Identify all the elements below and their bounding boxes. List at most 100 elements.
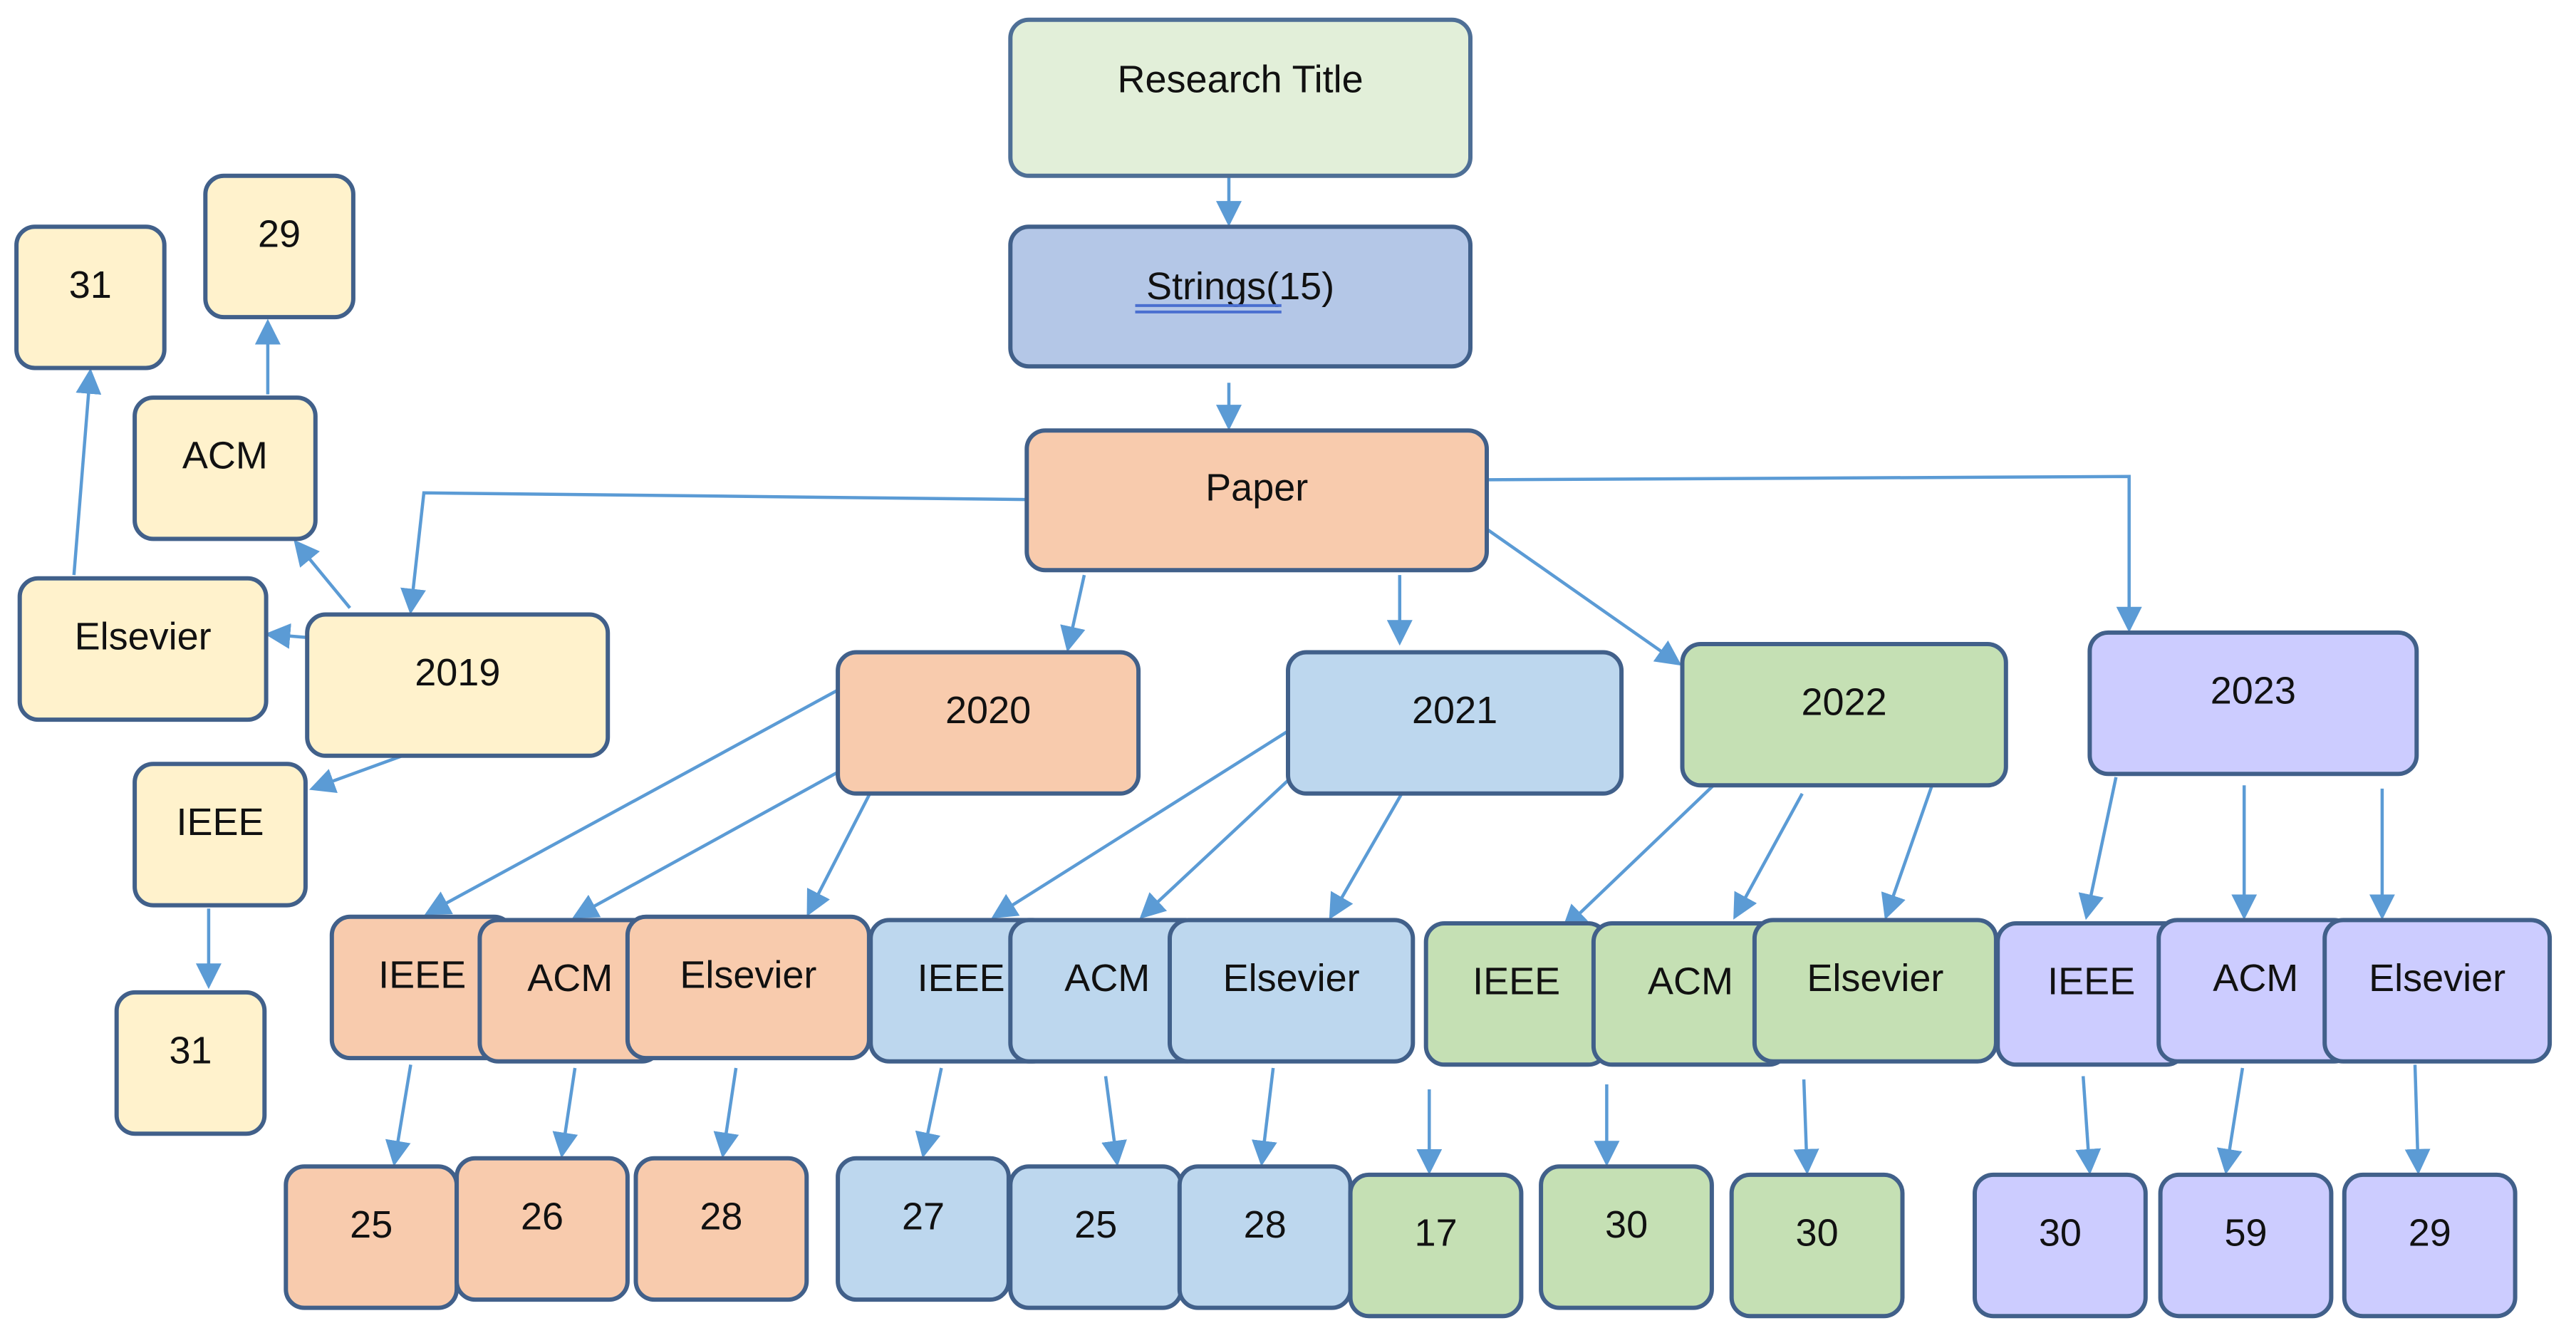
node-box	[17, 576, 269, 722]
node-box	[1680, 642, 2008, 788]
connector-arrow	[552, 1067, 578, 1158]
node-box	[2322, 918, 2552, 1064]
connector-arrow	[915, 1067, 943, 1158]
node-y2021-acm-count: 25	[1008, 1164, 1184, 1310]
connector-arrow	[1881, 784, 1934, 921]
node-label: Elsevier	[75, 615, 212, 658]
node-y2023-ieee: IEEE	[1995, 921, 2188, 1067]
node-label: ACM	[2213, 957, 2298, 1000]
node-label: 30	[1605, 1203, 1648, 1246]
node-y2021-elsevier: Elsevier	[1168, 918, 1416, 1064]
node-label: Elsevier	[1223, 957, 1360, 1000]
node-box	[1973, 1172, 2148, 1319]
node-label: IEEE	[1473, 960, 1560, 1003]
connector-arrow	[1101, 1076, 1127, 1167]
node-y2020-ieee-count: 25	[284, 1164, 459, 1310]
node-y2021-acm: ACM	[1008, 918, 1207, 1064]
connector-arrow	[72, 368, 102, 576]
node-box	[305, 612, 611, 758]
node-y2023-acm-count: 59	[2158, 1172, 2334, 1319]
connector-arrow	[1485, 527, 1682, 666]
connector-arrow	[385, 1064, 412, 1167]
node-y2021-elsevier-count: 28	[1177, 1164, 1353, 1310]
node-label: 59	[2224, 1211, 2267, 1254]
node-label: 29	[258, 212, 301, 255]
node-label: 29	[2409, 1211, 2451, 1254]
node-label: IEEE	[378, 953, 466, 996]
connector-arrow	[400, 491, 1027, 615]
node-label: 26	[521, 1195, 564, 1238]
node-y2022-ieee: IEEE	[1423, 921, 1609, 1067]
node-y2022-elsevier-count: 30	[1729, 1172, 1905, 1319]
node-box	[1286, 650, 1624, 796]
node-y2020-acm-count: 26	[455, 1156, 630, 1302]
node-y2020-elsevier: Elsevier	[625, 914, 871, 1061]
connector-arrow	[294, 539, 351, 609]
node-box	[203, 173, 355, 320]
node-label: 2022	[1802, 681, 1887, 724]
node-y2022: 2022	[1680, 642, 2008, 788]
node-strings: Strings(15)	[1008, 224, 1473, 369]
node-box	[14, 224, 167, 370]
node-y2023-elsevier-count: 29	[2342, 1172, 2518, 1319]
node-box	[455, 1156, 630, 1302]
node-label: 27	[902, 1195, 945, 1238]
node-label: IEEE	[918, 957, 1005, 1000]
node-box	[1539, 1164, 1714, 1310]
node-box	[2087, 630, 2419, 777]
node-label: 28	[700, 1195, 742, 1238]
connector-arrow	[1060, 574, 1086, 653]
node-y2023-ieee-count: 30	[1973, 1172, 2148, 1319]
node-title: Research Title	[1008, 17, 1473, 178]
connector-arrow	[308, 754, 403, 794]
node-y2021-ieee-count: 27	[836, 1156, 1011, 1302]
connector-arrow	[1139, 779, 1289, 919]
node-y2022-elsevier: Elsevier	[1752, 918, 1998, 1064]
node-label: 2023	[2211, 669, 2296, 712]
node-y2019: 2019	[305, 612, 611, 758]
node-y2019-elsevier-count: 31	[14, 224, 167, 370]
node-y2019-elsevier: Elsevier	[17, 576, 269, 722]
connector-arrow	[572, 770, 839, 918]
node-label: 25	[1074, 1203, 1117, 1246]
connector-arrow	[2078, 777, 2118, 921]
node-box	[1008, 17, 1473, 178]
node-y2022-acm: ACM	[1591, 921, 1790, 1067]
node-label: 2020	[945, 689, 1031, 732]
connector-arrow	[991, 730, 1289, 919]
node-box	[133, 762, 308, 908]
node-label: Paper	[1205, 467, 1308, 509]
node-label: 31	[169, 1029, 212, 1072]
node-box	[2342, 1172, 2518, 1319]
node-y2020-acm: ACM	[477, 918, 663, 1064]
node-box	[1008, 224, 1473, 369]
node-label: 25	[350, 1203, 393, 1246]
node-y2022-acm-count: 30	[1539, 1164, 1714, 1310]
connector-arrow	[1251, 1067, 1277, 1167]
connector-arrow	[264, 623, 308, 649]
node-y2020-elsevier-count: 28	[633, 1156, 809, 1302]
node-label: Elsevier	[1807, 957, 1943, 1000]
node-y2019-ieee: IEEE	[133, 762, 308, 908]
node-label: Elsevier	[2369, 957, 2505, 1000]
node-box	[114, 990, 267, 1136]
connector-arrow	[2404, 1064, 2431, 1175]
connector-arrow	[713, 1067, 739, 1158]
node-label: ACM	[1064, 957, 1150, 1000]
node-box	[836, 650, 1141, 796]
connector-arrow	[2075, 1076, 2102, 1175]
node-y2021: 2021	[1286, 650, 1624, 796]
node-box	[1348, 1172, 1524, 1319]
node-label: 31	[69, 264, 112, 306]
node-paper: Paper	[1024, 428, 1490, 573]
node-box	[633, 1156, 809, 1302]
node-label: 28	[1244, 1203, 1287, 1246]
node-box	[133, 395, 318, 541]
connector-arrow	[424, 688, 839, 916]
node-label: ACM	[1648, 960, 1733, 1003]
connector-arrow	[1793, 1079, 1819, 1175]
node-label: 2019	[415, 651, 500, 694]
connector-arrow	[1486, 475, 2142, 633]
node-label: ACM	[527, 957, 613, 1000]
